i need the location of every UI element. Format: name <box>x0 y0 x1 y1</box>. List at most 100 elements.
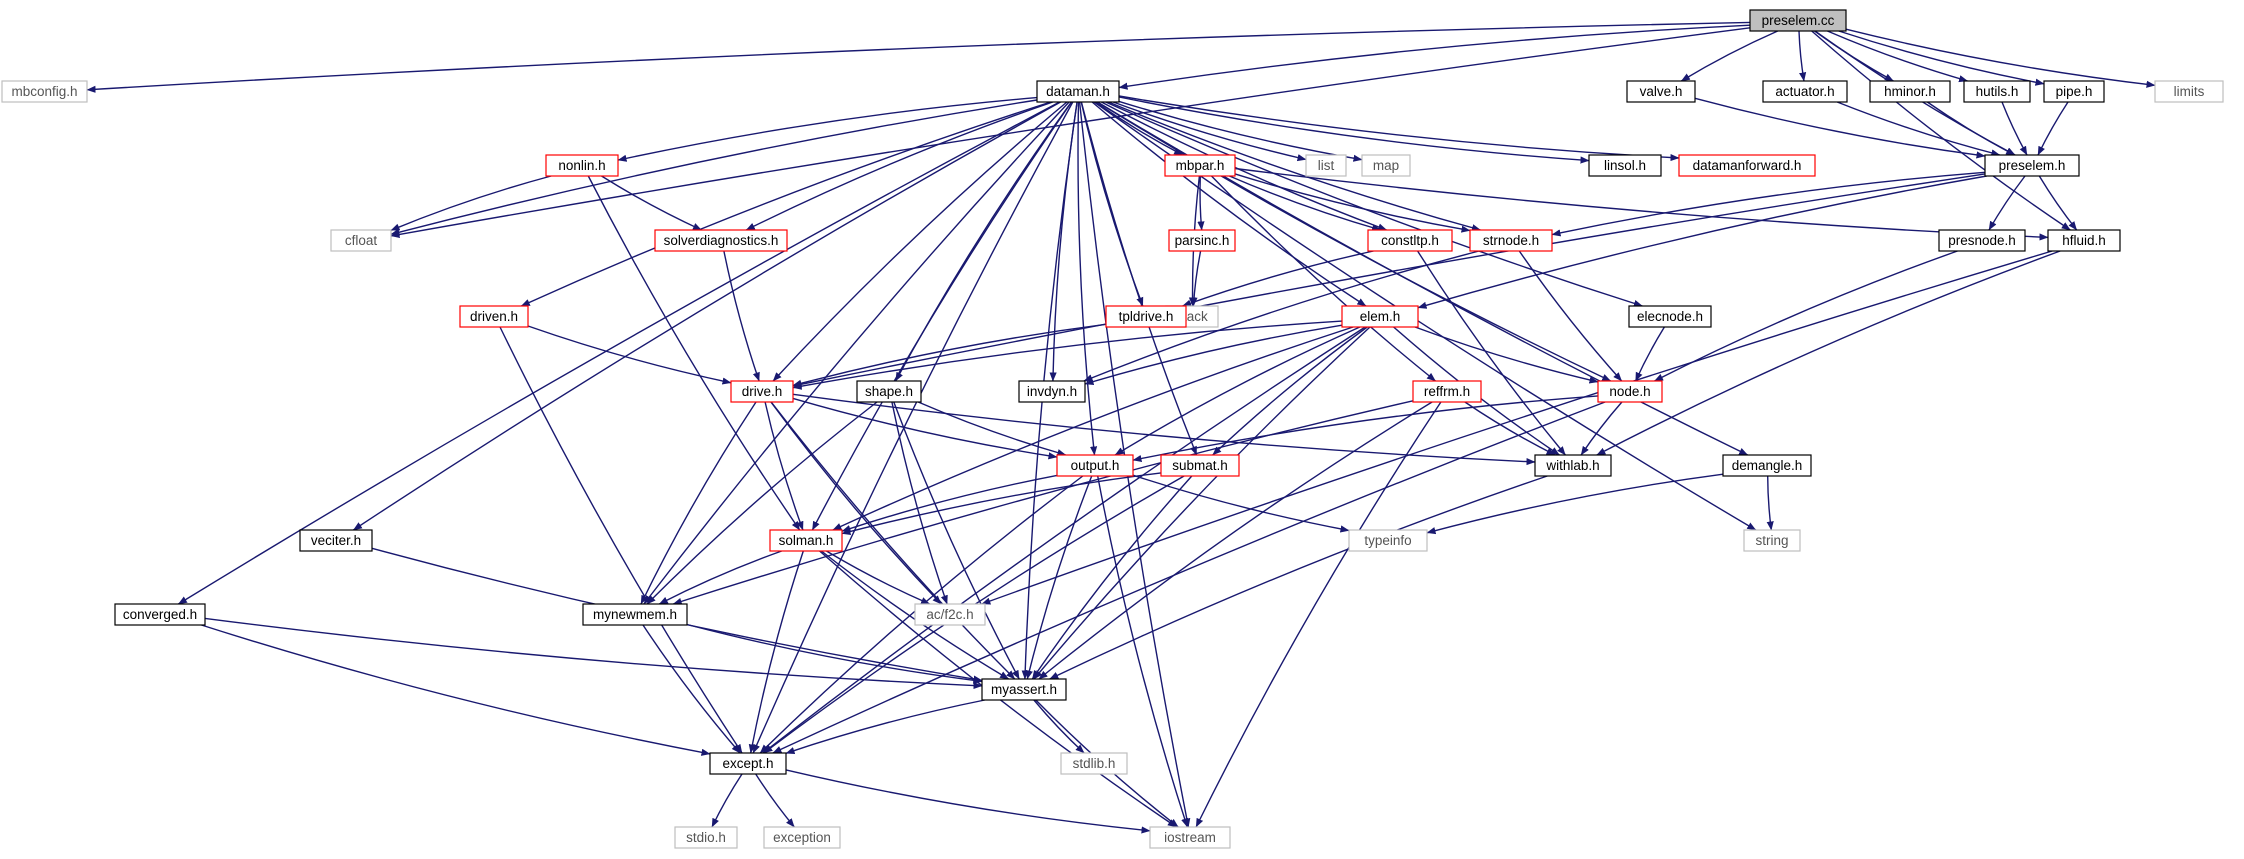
node-elecnode-h[interactable]: elecnode.h <box>1628 305 1712 328</box>
node-node-h[interactable]: node.h <box>1597 380 1663 403</box>
node-label: elecnode.h <box>1637 309 1703 324</box>
edge-reffrm_h-to-mynewmem_h <box>672 400 1414 605</box>
node-label: strnode.h <box>1483 233 1539 248</box>
node-box <box>582 603 688 626</box>
node-preselem-h[interactable]: preselem.h <box>1984 154 2080 177</box>
node-box <box>1305 154 1347 177</box>
edge-preselem_cc-to-valve_h <box>1680 30 1778 82</box>
node-box <box>1722 454 1812 477</box>
node-box <box>1412 380 1482 403</box>
node-label: myassert.h <box>991 682 1057 697</box>
node-actuator-h[interactable]: actuator.h <box>1762 80 1848 103</box>
node-label: output.h <box>1071 458 1120 473</box>
node-constltp-h[interactable]: constltp.h <box>1367 229 1453 252</box>
edge-driven_h-to-drive_h <box>527 325 732 385</box>
node-solverdiagnostics-h[interactable]: solverdiagnostics.h <box>654 229 788 252</box>
node-box <box>769 529 843 552</box>
node-veciter-h[interactable]: veciter.h <box>299 529 373 552</box>
node-preselem-cc[interactable]: preselem.cc <box>1749 9 1847 32</box>
node-label: iostream <box>1164 830 1216 845</box>
node-box <box>2047 229 2121 252</box>
node-demangle-h[interactable]: demangle.h <box>1722 454 1812 477</box>
node-shape-h[interactable]: shape.h <box>856 380 922 403</box>
edge-strnode_h-to-invdyn_h <box>1083 250 1480 382</box>
node-presnode-h[interactable]: presnode.h <box>1938 229 2026 252</box>
node-box <box>1 80 88 103</box>
node-label: tpldrive.h <box>1119 309 1174 324</box>
node-box <box>730 380 794 403</box>
edge-dataman_h-to-datamanforward_h <box>1118 95 1680 162</box>
node-box <box>1367 229 1453 252</box>
node-box <box>1160 454 1240 477</box>
node-except-h[interactable]: except.h <box>709 752 787 775</box>
edge-converged_h-to-except_h <box>201 624 711 756</box>
node-box <box>330 229 392 252</box>
node-box <box>1149 826 1231 849</box>
node-label: parsinc.h <box>1175 233 1230 248</box>
node-datamanforward-h[interactable]: datamanforward.h <box>1678 154 1816 177</box>
node-elem-h[interactable]: elem.h <box>1341 305 1419 328</box>
node-label: actuator.h <box>1775 84 1834 99</box>
node-label: dataman.h <box>1046 84 1110 99</box>
edge-drive_h-to-mynewmem_h <box>640 401 757 605</box>
edge-dataman_h-to-map <box>1118 100 1363 162</box>
node-strnode-h[interactable]: strnode.h <box>1469 229 1553 252</box>
node-dataman-h[interactable]: dataman.h <box>1036 80 1120 103</box>
node-nonlin-h[interactable]: nonlin.h <box>545 154 619 177</box>
node-hfluid-h[interactable]: hfluid.h <box>2047 229 2121 252</box>
edge-preselem_h-to-drive_h <box>792 173 1986 388</box>
edge-solman_h-to-myassert_h <box>820 550 1009 680</box>
node-withlab-h[interactable]: withlab.h <box>1534 454 1612 477</box>
edge-mbpar_h-to-constltp_h <box>1229 175 1382 232</box>
node-label: reffrm.h <box>1424 384 1470 399</box>
node-box <box>545 154 619 177</box>
node-linsol-h[interactable]: linsol.h <box>1588 154 1662 177</box>
node-myassert-h[interactable]: myassert.h <box>981 678 1067 701</box>
edge-solman_h-to-ac_f2c_h <box>826 550 931 605</box>
node-box <box>1984 154 2080 177</box>
node-label: map <box>1373 158 1399 173</box>
node-exception: exception <box>763 826 841 849</box>
node-output-h[interactable]: output.h <box>1056 454 1134 477</box>
node-box <box>1678 154 1816 177</box>
node-label: hfluid.h <box>2062 233 2106 248</box>
edge-elem_h-to-output_h <box>1114 326 1361 456</box>
edge-reffrm_h-to-iostream <box>1195 401 1442 828</box>
node-submat-h[interactable]: submat.h <box>1160 454 1240 477</box>
node-label: demangle.h <box>1732 458 1803 473</box>
edge-demangle_h-to-string <box>1766 475 1774 531</box>
node-parsinc-h[interactable]: parsinc.h <box>1168 229 1236 252</box>
node-box <box>1597 380 1663 403</box>
edge-dataman_h-to-submat_h <box>1080 101 1198 456</box>
node-reffrm-h[interactable]: reffrm.h <box>1412 380 1482 403</box>
node-mynewmem-h[interactable]: mynewmem.h <box>582 603 688 626</box>
node-label: submat.h <box>1172 458 1228 473</box>
node-pipe-h[interactable]: pipe.h <box>2043 80 2105 103</box>
node-box <box>1628 305 1712 328</box>
node-converged-h[interactable]: converged.h <box>114 603 206 626</box>
node-driven-h[interactable]: driven.h <box>459 305 529 328</box>
node-hutils-h[interactable]: hutils.h <box>1963 80 2031 103</box>
node-mbpar-h[interactable]: mbpar.h <box>1164 154 1236 177</box>
edge-dataman_h-to-output_h <box>1077 101 1098 456</box>
node-hminor-h[interactable]: hminor.h <box>1869 80 1951 103</box>
edge-elem_h-to-node_h <box>1414 326 1599 384</box>
edge-except_h-to-stdio_h <box>711 773 743 828</box>
node-drive-h[interactable]: drive.h <box>730 380 794 403</box>
edge-elem_h-to-invdyn_h <box>1084 324 1343 386</box>
node-label: mynewmem.h <box>593 607 677 622</box>
node-invdyn-h[interactable]: invdyn.h <box>1018 380 1086 403</box>
node-ac-f2c-h: ac/f2c.h <box>914 603 986 626</box>
edge-dataman_h-to-cfloat <box>390 99 1038 236</box>
edge-elem_h-to-solman_h <box>832 326 1354 531</box>
node-tpldrive-h[interactable]: tpldrive.h <box>1105 305 1187 328</box>
edge-except_h-to-iostream <box>785 769 1151 834</box>
edge-hminor_h-to-preselem_h <box>1926 101 2016 156</box>
node-box <box>1164 154 1236 177</box>
node-label: constltp.h <box>1381 233 1439 248</box>
node-valve-h[interactable]: valve.h <box>1626 80 1696 103</box>
node-solman-h[interactable]: solman.h <box>769 529 843 552</box>
node-box <box>709 752 787 775</box>
edge-dataman_h-to-drive_h <box>772 101 1068 382</box>
node-label: withlab.h <box>1545 458 1599 473</box>
